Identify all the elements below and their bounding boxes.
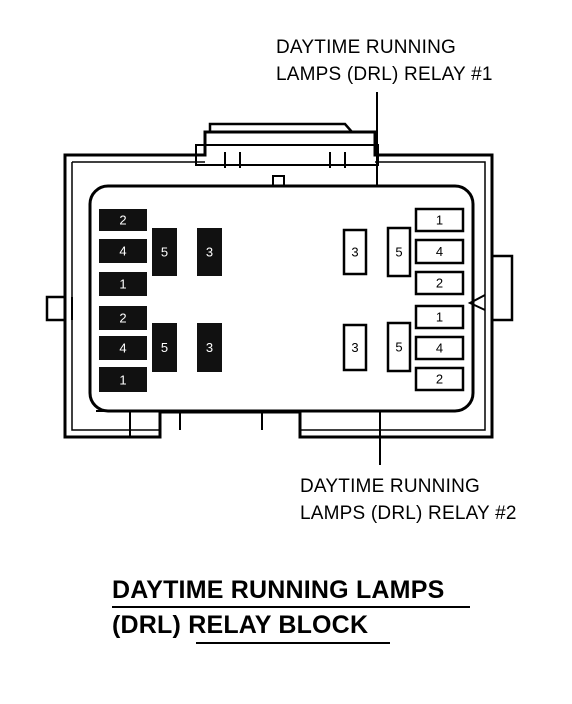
left-relay-sockets: 5 3 5 3 bbox=[152, 228, 222, 372]
left-terminal-4 bbox=[99, 306, 147, 330]
left-terminal-6 bbox=[99, 367, 147, 392]
right-terminal-4 bbox=[414, 304, 465, 330]
caption-line2-prefix: (DRL) bbox=[112, 611, 189, 639]
relay1-pin-a bbox=[342, 228, 368, 276]
relay1-label-line2: LAMPS (DRL) RELAY #1 bbox=[276, 64, 493, 85]
right-relay-sockets: 3 5 3 5 bbox=[342, 226, 412, 373]
left-terminal-4-label: 2 bbox=[119, 311, 126, 326]
left-relay-upper-pin-b bbox=[197, 228, 222, 276]
left-relay-upper-pin-a-label: 5 bbox=[161, 245, 168, 260]
relay2-label-line1: DAYTIME RUNNING bbox=[300, 476, 480, 497]
relay1-label: DAYTIME RUNNING LAMPS (DRL) RELAY #1 bbox=[276, 37, 493, 85]
caption-line2-main: RELAY BLOCK bbox=[188, 611, 369, 639]
left-relay-lower-pin-b bbox=[197, 323, 222, 372]
right-terminal-3-label: 2 bbox=[436, 276, 443, 291]
right-terminal-1 bbox=[414, 207, 465, 233]
relay2-label-line2: LAMPS (DRL) RELAY #2 bbox=[300, 503, 517, 524]
relay-cavity-frame bbox=[88, 184, 475, 413]
relay2-pin-a bbox=[342, 323, 368, 372]
caption-line1: DAYTIME RUNNING LAMPS bbox=[112, 576, 445, 604]
left-terminal-1 bbox=[99, 209, 147, 231]
right-terminal-2 bbox=[414, 238, 465, 265]
left-relay-upper-pin-a bbox=[152, 228, 177, 276]
caption-line2: (DRL) RELAY BLOCK bbox=[112, 610, 532, 640]
right-terminal-6-label: 2 bbox=[436, 372, 443, 387]
left-terminal-3 bbox=[99, 272, 147, 296]
relay1-pin-b bbox=[386, 226, 412, 278]
right-terminal-3 bbox=[414, 270, 465, 296]
relay2-pin-b bbox=[386, 321, 412, 373]
left-terminal-3-label: 1 bbox=[119, 277, 126, 292]
relay1-pin-a-label: 3 bbox=[351, 245, 358, 260]
left-terminal-1-label: 2 bbox=[119, 213, 126, 228]
left-terminal-5-label: 4 bbox=[119, 341, 126, 356]
right-terminal-2-label: 4 bbox=[436, 244, 443, 259]
relay2-pin-b-label: 5 bbox=[395, 340, 402, 355]
left-relay-lower-pin-a bbox=[152, 323, 177, 372]
left-relay-lower-pin-b-label: 3 bbox=[206, 340, 213, 355]
left-terminal-2-label: 4 bbox=[119, 244, 126, 259]
left-terminal-5 bbox=[99, 336, 147, 360]
left-terminal-6-label: 1 bbox=[119, 373, 126, 388]
relay2-pin-a-label: 3 bbox=[351, 340, 358, 355]
relay2-label: DAYTIME RUNNING LAMPS (DRL) RELAY #2 bbox=[300, 476, 517, 524]
right-terminal-5-label: 4 bbox=[436, 341, 443, 356]
right-terminal-6 bbox=[414, 366, 465, 392]
left-terminal-2 bbox=[99, 239, 147, 263]
right-terminal-5 bbox=[414, 335, 465, 361]
right-terminal-4-label: 1 bbox=[436, 310, 443, 325]
left-relay-lower-pin-a-label: 5 bbox=[161, 340, 168, 355]
relay1-label-line1: DAYTIME RUNNING bbox=[276, 37, 456, 58]
right-terminal-1-label: 1 bbox=[436, 213, 443, 228]
left-relay-upper-pin-b-label: 3 bbox=[206, 245, 213, 260]
left-terminal-column: 2 4 1 2 4 1 bbox=[99, 209, 147, 392]
right-terminal-column: 1 4 2 1 4 2 bbox=[414, 207, 465, 392]
relay1-pin-b-label: 5 bbox=[395, 245, 402, 260]
